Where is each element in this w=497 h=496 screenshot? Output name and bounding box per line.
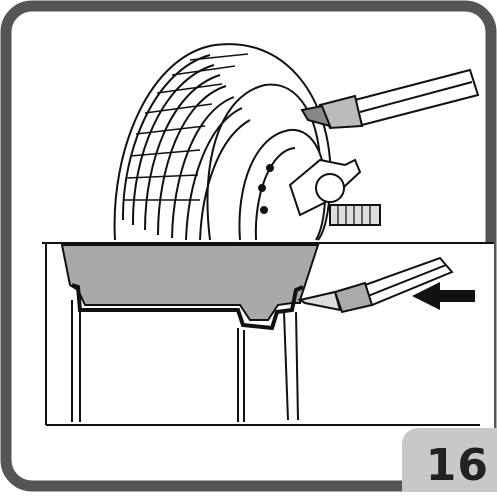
rim-profile: [71, 283, 304, 331]
push-arrow-icon: [412, 282, 475, 310]
step-number: 16: [425, 440, 489, 491]
wheel-hub-icon: [238, 128, 381, 241]
bead-breaker-tool-icon: [300, 68, 480, 130]
section-tool: [297, 256, 454, 314]
step-badge: 16: [402, 428, 497, 492]
